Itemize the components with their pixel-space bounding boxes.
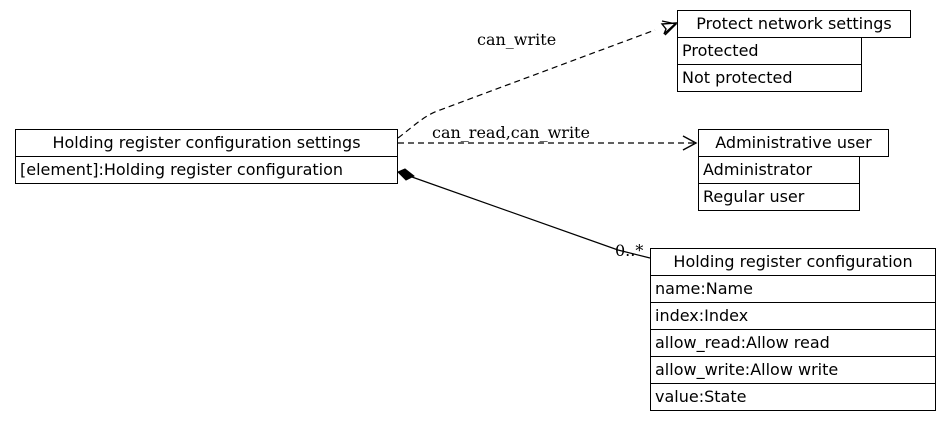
node-config: Holding register configuration name:Name… <box>650 248 936 411</box>
node-settings-row: [element]:Holding register configuration <box>15 156 398 184</box>
node-config-row: allow_read:Allow read <box>650 329 936 357</box>
arrowhead-can-read-write <box>682 135 698 151</box>
label-can-read-write: can_read,can_write <box>432 123 590 142</box>
node-config-title: Holding register configuration <box>650 248 936 276</box>
node-config-row: allow_write:Allow write <box>650 356 936 384</box>
node-admin-row: Regular user <box>698 183 860 211</box>
node-admin: Administrative user Administrator Regula… <box>698 129 889 211</box>
arrowhead-can-write <box>660 22 678 35</box>
node-protect-row: Protected <box>677 37 862 65</box>
node-config-row: value:State <box>650 383 936 411</box>
label-can-write: can_write <box>477 30 556 49</box>
edge-can-write <box>397 29 656 139</box>
node-admin-title: Administrative user <box>698 129 889 157</box>
composition-diamond-icon <box>397 168 415 181</box>
node-protect-title: Protect network settings <box>677 10 911 38</box>
edge-composition <box>411 176 651 259</box>
node-protect: Protect network settings Protected Not p… <box>677 10 911 92</box>
node-admin-row: Administrator <box>698 156 860 184</box>
node-config-row: index:Index <box>650 302 936 330</box>
arrowhead-open-can-write <box>661 20 678 36</box>
node-settings: Holding register configuration settings … <box>15 129 398 184</box>
node-config-row: name:Name <box>650 275 936 303</box>
node-protect-row: Not protected <box>677 64 862 92</box>
node-settings-title: Holding register configuration settings <box>15 129 398 157</box>
label-multiplicity: 0..* <box>615 241 643 260</box>
